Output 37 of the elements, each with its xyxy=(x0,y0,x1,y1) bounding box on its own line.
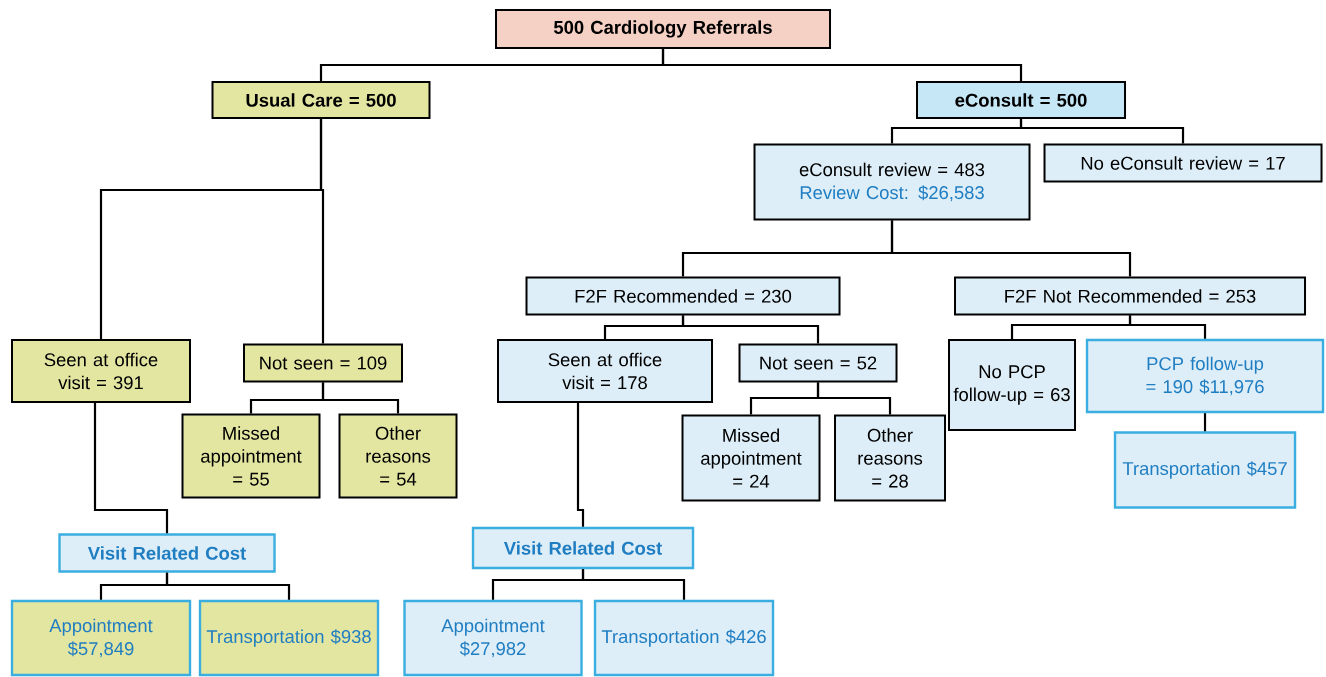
connector-line xyxy=(93,403,169,534)
category-box: Other reasons = 54 xyxy=(338,413,458,499)
category-box: Missed appointment = 55 xyxy=(181,413,321,499)
connector-line xyxy=(1203,413,1207,432)
cost-box: Transportation $457 xyxy=(1113,431,1297,509)
category-box: Usual Care = 500 xyxy=(211,81,431,119)
cost-box: PCP follow-up = 190 $11,976 xyxy=(1085,338,1325,414)
cost-box: Transportation $426 xyxy=(593,599,775,677)
connector-line xyxy=(165,572,291,600)
connector-line xyxy=(321,382,400,414)
cost-box: Appointment $57,849 xyxy=(10,599,192,677)
connector-line xyxy=(816,382,892,415)
category-box: Other reasons = 28 xyxy=(834,414,946,502)
category-box: No PCP follow-up = 63 xyxy=(948,339,1076,431)
connector-line xyxy=(661,49,1023,81)
category-box: No eConsult review = 17 xyxy=(1043,143,1323,183)
category-box: Seen at office visit = 178 xyxy=(497,339,713,403)
cost-box: Transportation $938 xyxy=(198,599,380,677)
connector-line xyxy=(890,220,1132,277)
category-box: F2F Recommended = 230 xyxy=(525,276,841,316)
connector-line xyxy=(1019,119,1185,144)
category-box: Not seen = 109 xyxy=(243,343,403,383)
category-box: eConsult = 500 xyxy=(916,81,1126,119)
category-box: eConsult review = 483 Review Cost: $26,583 xyxy=(753,143,1031,221)
title-box: 500 Cardiology Referrals xyxy=(495,9,831,49)
cost-box: Appointment $27,982 xyxy=(403,599,583,677)
category-box: F2F Not Recommended = 253 xyxy=(954,276,1306,316)
connector-line xyxy=(1128,315,1207,339)
category-box: Missed appointment = 24 xyxy=(681,414,821,502)
connector-line xyxy=(319,119,325,344)
cost-box: Visit Related Cost xyxy=(471,526,695,570)
connector-line xyxy=(681,315,820,344)
connector-line xyxy=(581,569,686,600)
connector-line xyxy=(576,403,585,527)
category-box: Seen at office visit = 391 xyxy=(11,339,191,403)
cost-box: Visit Related Cost xyxy=(58,533,276,573)
category-box: Not seen = 52 xyxy=(738,343,898,383)
